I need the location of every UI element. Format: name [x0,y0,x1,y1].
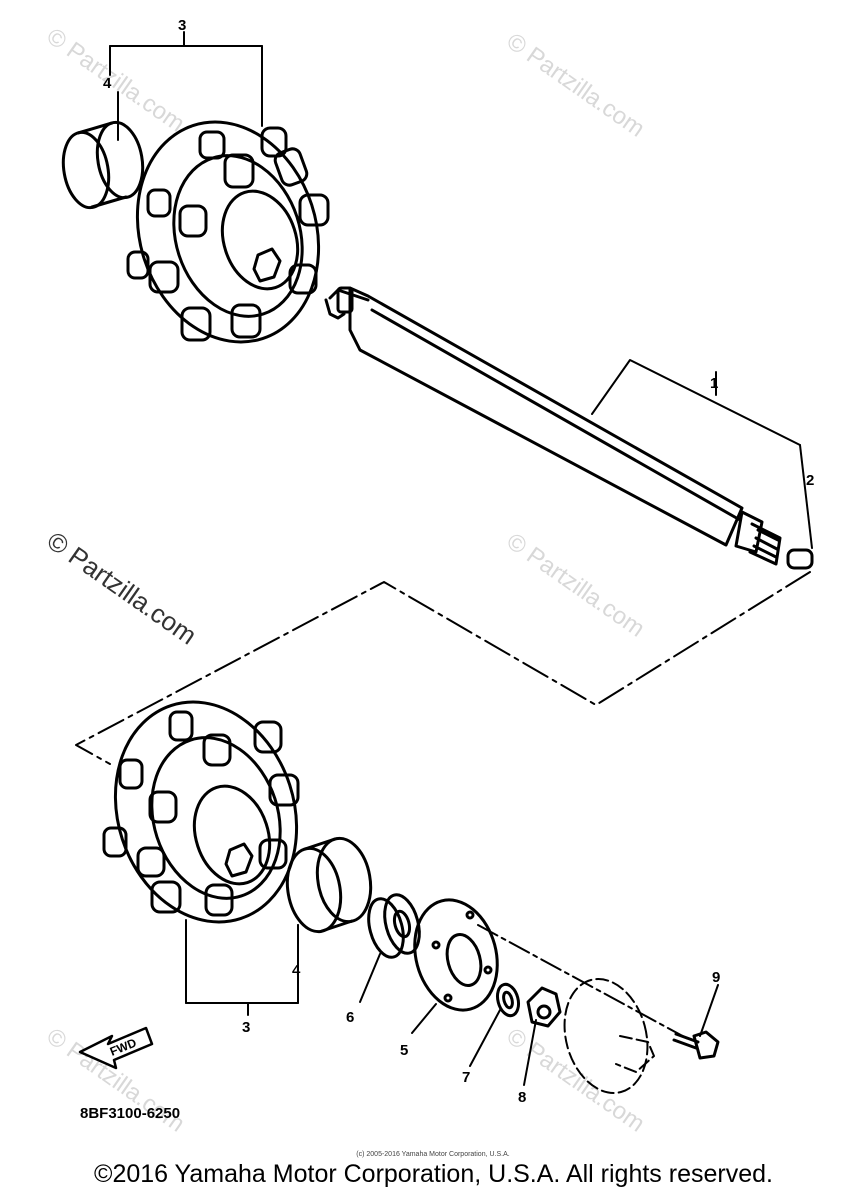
watermark-1: © Partzilla.com [42,23,190,138]
callout-5: 5 [400,1042,408,1059]
axis-dash [477,924,691,1041]
fwd-arrow: FWD [78,1026,154,1070]
watermark-3: © Partzilla.com [502,528,650,643]
nut [526,986,562,1028]
callout-6: 6 [346,1009,354,1026]
callouts: 3 4 1 2 4 3 6 5 7 8 9 [103,17,814,1106]
callout-9: 9 [712,969,720,986]
callout-1: 1 [710,375,718,392]
part-code: 8BF3100-6250 [80,1105,180,1122]
leader-lines-bottom [185,919,719,1086]
callout-3-bottom: 3 [242,1019,250,1036]
plug [786,548,814,570]
callout-4-top: 4 [103,75,112,92]
bearing [367,893,421,959]
callout-3-top: 3 [178,17,186,34]
watermark-main: © Partzilla.com [42,525,203,650]
small-copyright: (c) 2005-2016 Yamaha Motor Corporation, … [356,1151,509,1158]
end-cover [563,978,655,1094]
callout-7: 7 [462,1069,470,1086]
callout-8: 8 [518,1089,526,1106]
watermark-2: © Partzilla.com [502,28,650,143]
leader-lines-top [109,31,813,549]
shaft [324,286,814,570]
callout-4-bottom: 4 [292,962,301,979]
watermark-5: © Partzilla.com [502,1023,650,1138]
watermarks: © Partzilla.com © Partzilla.com © Partzi… [42,23,650,1138]
sprocket-top [126,120,330,344]
assembly-dash [75,571,811,765]
sprocket-bottom [102,700,300,924]
flange [413,898,499,1012]
footer-copyright: ©2016 Yamaha Motor Corporation, U.S.A. A… [94,1160,773,1188]
callout-2: 2 [806,472,814,489]
washer [495,982,521,1018]
bushing-bottom [285,836,373,934]
bushing-top [61,120,145,210]
